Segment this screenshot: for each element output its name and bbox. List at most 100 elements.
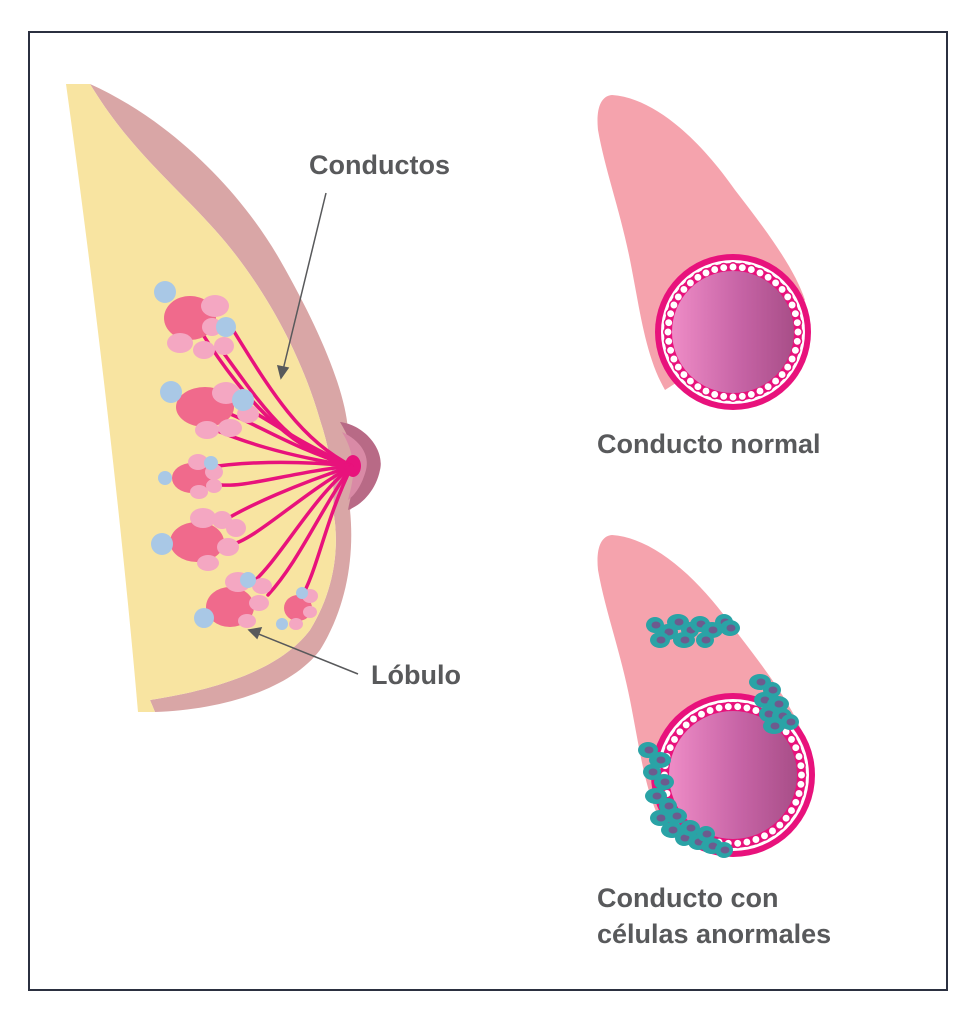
ducts-arrowhead	[276, 365, 290, 380]
epithelial-cell	[714, 702, 725, 713]
epithelial-cell	[746, 264, 757, 275]
epithelial-cell	[663, 317, 674, 328]
abnormal-cell-nucleus	[680, 636, 690, 644]
normal-duct-epithelial-ring	[663, 262, 803, 402]
lobule-leader-line	[255, 632, 359, 675]
lobule-cluster-3	[158, 454, 223, 499]
epithelial-cell	[777, 369, 788, 380]
epithelial-cell	[782, 291, 793, 302]
epithelial-cell	[767, 826, 778, 836]
epithelial-cell	[790, 742, 801, 753]
epithelial-cell	[665, 308, 676, 319]
epithelial-cell	[728, 262, 738, 272]
abnormal-cell-nucleus	[774, 700, 784, 708]
abnormal-cell-nucleus	[708, 842, 718, 850]
epithelial-cell	[732, 838, 743, 849]
epithelial-cell	[668, 300, 679, 310]
epithelial-cell	[732, 701, 743, 712]
leader-lines	[247, 192, 359, 675]
normal-duct	[597, 95, 811, 410]
epithelial-cell	[665, 345, 676, 356]
abnormal-cell-nucleus	[770, 722, 780, 730]
abnormal-cell-nucleus	[664, 802, 674, 810]
abnormal-cell-nucleus	[656, 814, 666, 822]
epithelial-cell	[790, 308, 801, 319]
epithelial-cell	[673, 291, 684, 302]
epithelial-cell	[674, 726, 685, 737]
normal-duct-lumen	[672, 271, 794, 393]
epithelial-cell	[755, 267, 765, 278]
epithelial-cell	[692, 272, 703, 283]
epithelial-cell	[663, 327, 673, 337]
epithelial-cell	[787, 354, 798, 364]
epithelial-cell	[665, 742, 676, 753]
abnormal-duct-label-line2: células anormales	[597, 919, 832, 949]
epithelial-cell	[790, 797, 801, 808]
epithelial-cell	[663, 336, 674, 347]
abnormal-cell-nucleus	[768, 686, 778, 694]
epithelial-cell	[790, 345, 801, 356]
abnormal-cell-nucleus	[656, 636, 666, 644]
abnormal-cell-nucleus	[672, 812, 682, 820]
epithelial-cell	[770, 277, 781, 288]
epithelial-cell	[782, 362, 793, 373]
lobule-cluster-5	[194, 572, 272, 628]
epithelial-cell	[701, 267, 711, 278]
epithelial-cell	[774, 820, 785, 831]
lobules	[151, 281, 318, 630]
breast-skin	[90, 84, 375, 712]
epithelial-cell	[794, 751, 804, 762]
epithelial-cell	[786, 805, 797, 816]
abnormal-cell-nucleus	[652, 792, 662, 800]
lobule-cluster-4	[151, 508, 246, 571]
epithelial-cell	[795, 760, 806, 771]
epithelial-cell	[723, 701, 734, 712]
epithelial-cell	[669, 734, 680, 745]
abnormal-cell-nucleus	[760, 696, 770, 704]
epithelial-cell	[701, 386, 711, 397]
abnormal-cell-nucleus	[686, 824, 696, 832]
normal-duct-label: Conducto normal	[597, 429, 821, 459]
epithelial-cell	[737, 391, 748, 402]
epithelial-cell	[755, 386, 765, 397]
lobule-label: Lóbulo	[371, 660, 461, 690]
abnormal-cell-nucleus	[674, 618, 684, 626]
epithelial-cell	[705, 705, 716, 716]
epithelial-cell	[793, 327, 803, 337]
abnormal-cell-nucleus	[680, 834, 690, 842]
epithelial-cell	[709, 264, 720, 275]
ducts-leader-line	[282, 192, 327, 371]
abnormal-cell-nucleus	[701, 636, 711, 644]
epithelial-cell	[792, 336, 803, 347]
abnormal-duct-label: Conducto con células anormales	[597, 880, 831, 952]
epithelial-cell	[709, 389, 720, 400]
lobule-cluster-2	[160, 381, 259, 439]
lobule-arrowhead	[247, 627, 263, 640]
abnormal-cell-nucleus	[648, 768, 658, 776]
epithelial-cell	[685, 376, 696, 387]
epithelial-cell	[668, 354, 679, 364]
abnormal-cell-nucleus	[764, 710, 774, 718]
abnormal-cells	[638, 614, 799, 858]
epithelial-cell	[770, 376, 781, 387]
abnormal-cell-nucleus	[664, 628, 674, 636]
epithelial-cell	[759, 830, 770, 841]
epithelial-cell	[763, 272, 774, 283]
abnormal-duct-label-line1: Conducto con	[597, 883, 779, 913]
abnormal-cell-nucleus	[720, 846, 730, 854]
epithelial-cell	[781, 813, 792, 824]
epithelial-cell	[792, 317, 803, 328]
epithelial-cell	[696, 709, 707, 720]
epithelial-cell	[678, 369, 689, 380]
abnormal-cell-nucleus	[644, 746, 654, 754]
abnormal-cell-nucleus	[702, 830, 712, 838]
abnormal-cell-nucleus	[708, 626, 718, 634]
lobule-cluster-6	[276, 587, 318, 630]
abnormal-cell-nucleus	[786, 718, 796, 726]
abnormal-cell-nucleus	[726, 624, 736, 632]
abnormal-cell-nucleus	[668, 826, 678, 834]
abnormal-duct-lumen	[669, 711, 797, 839]
epithelial-cell	[750, 705, 761, 716]
epithelial-cell	[787, 300, 798, 310]
